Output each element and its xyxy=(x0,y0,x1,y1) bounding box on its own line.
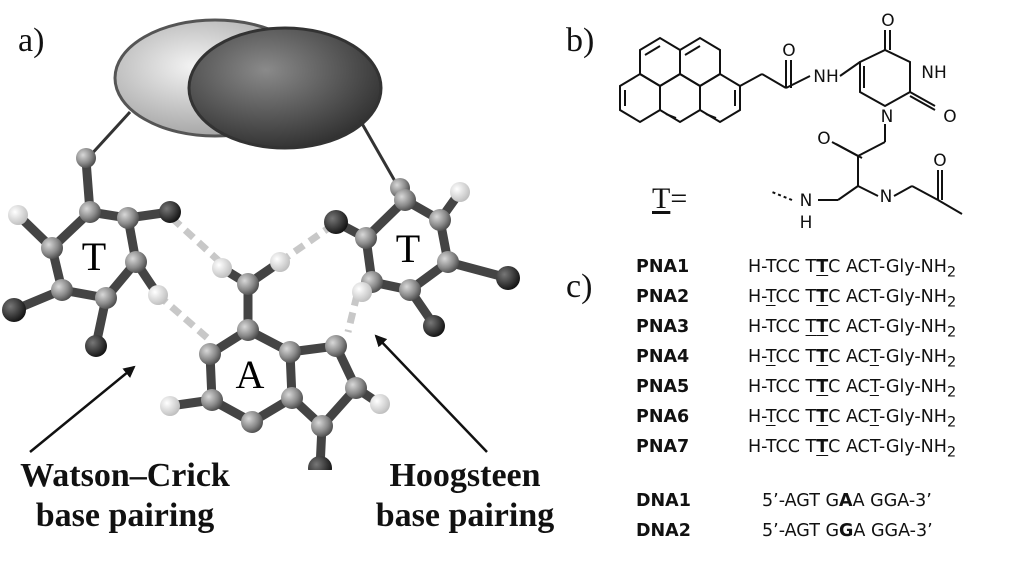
atom-nh-ring: NH xyxy=(921,63,947,83)
seq-part: C AC xyxy=(828,377,870,397)
seq-part: H-TCC xyxy=(748,317,806,337)
seq-part: H-TCC T xyxy=(748,377,817,397)
seq-subscript: 2 xyxy=(946,263,957,281)
seq-modified-t: T xyxy=(816,257,829,277)
seq-subscript: 2 xyxy=(946,323,957,341)
seq-subscript: 2 xyxy=(946,353,957,371)
equals-sign: = xyxy=(670,182,688,215)
panel-a-label: a) xyxy=(18,22,45,59)
seq-part: H- xyxy=(748,407,766,427)
watson-crick-line2: base pairing xyxy=(35,497,215,534)
dna-mismatch-base: A xyxy=(839,491,853,511)
seq-part: 5’-AGT G xyxy=(762,491,840,511)
seq-underlined-t: T xyxy=(765,407,776,427)
sequence-name: PNA4 xyxy=(636,347,690,367)
seq-underlined-t: T xyxy=(765,347,776,367)
sequence-value: H-TCC TTC ACT-Gly-NH2 xyxy=(748,407,956,431)
seq-modified-t: T xyxy=(816,287,829,307)
sequence-name: PNA7 xyxy=(636,437,690,457)
seq-subscript: 2 xyxy=(946,413,957,431)
seq-underlined-t: T xyxy=(869,347,879,367)
sequence-value: H-TCC TTC ACT-Gly-NH2 xyxy=(748,437,956,461)
hoogsteen-line2: base pairing xyxy=(375,497,555,534)
seq-modified-t: T xyxy=(816,377,829,397)
seq-part: A GGA-3’ xyxy=(853,521,933,541)
atoms xyxy=(2,148,520,470)
pyrene-stack xyxy=(113,18,383,150)
seq-underlined-t: T xyxy=(869,377,879,397)
dna-mismatch-base: G xyxy=(839,521,854,541)
seq-part: -Gly-NH xyxy=(878,407,947,427)
sequence-value: H-TCC TTC ACT-Gly-NH2 xyxy=(748,287,956,311)
atom-o-backbone: O xyxy=(933,151,946,171)
seq-part: -Gly-NH xyxy=(878,377,947,397)
seq-part: A GGA-3’ xyxy=(852,491,932,511)
sequence-name: PNA3 xyxy=(636,317,690,337)
right-thymine-label: T xyxy=(396,226,420,271)
seq-subscript: 2 xyxy=(946,293,957,311)
sequence-name: PNA5 xyxy=(636,377,690,397)
pyrene-thymine-structure: O NH O N NH O O N O N H xyxy=(619,11,963,233)
sequence-value: H-TCC TTC ACT-Gly-NH2 xyxy=(748,347,956,371)
dna-value: 5’-AGT GAA GGA-3’ xyxy=(762,491,932,511)
sequence-name: PNA6 xyxy=(636,407,690,427)
atom-o-amide: O xyxy=(817,129,830,149)
seq-part: H- xyxy=(748,287,766,307)
seq-underlined-t: T xyxy=(869,407,879,427)
dna-name: DNA2 xyxy=(636,521,691,541)
seq-modified-t: T xyxy=(816,437,829,457)
sequence-value: H-TCC TTC ACT-Gly-NH2 xyxy=(748,257,956,281)
hoogsteen-line1: Hoogsteen xyxy=(389,457,541,494)
watson-crick-arrow xyxy=(29,365,136,453)
seq-part: 5’-AGT G xyxy=(762,521,840,541)
left-thymine-label: T xyxy=(82,234,106,279)
panel-b-label: b) xyxy=(566,22,595,59)
adenine-label: A xyxy=(236,352,265,397)
seq-part: CC T xyxy=(775,347,817,367)
seq-part: H-TCC T xyxy=(748,437,817,457)
t-symbol-definition: T= xyxy=(652,182,687,216)
watson-crick-caption: Watson–Crick base pairing xyxy=(0,456,250,536)
seq-part: H- xyxy=(748,347,766,367)
seq-modified-t: T xyxy=(816,407,829,427)
base-triplet-model: T T A xyxy=(2,18,520,470)
dna-name: DNA1 xyxy=(636,491,691,511)
seq-underlined-t: T xyxy=(805,317,817,337)
atom-h-backbone: H xyxy=(800,213,813,233)
seq-part: C AC xyxy=(828,407,870,427)
dna-value: 5’-AGT GGA GGA-3’ xyxy=(762,521,933,541)
seq-part: C ACT-Gly-NH xyxy=(828,257,947,277)
seq-underlined-t: T xyxy=(765,287,776,307)
seq-subscript: 2 xyxy=(946,383,957,401)
seq-subscript: 2 xyxy=(946,443,957,461)
atom-nh-amide: NH xyxy=(813,67,839,87)
watson-crick-line1: Watson–Crick xyxy=(20,457,230,494)
t-symbol: T xyxy=(652,182,671,215)
seq-part: CC T xyxy=(775,287,817,307)
seq-part: C ACT-Gly-NH xyxy=(828,317,947,337)
hoogsteen-caption: Hoogsteen base pairing xyxy=(355,456,575,536)
seq-part: C AC xyxy=(828,347,870,367)
seq-part: CC T xyxy=(775,407,817,427)
sequence-value: H-TCC TTC ACT-Gly-NH2 xyxy=(748,317,956,341)
atom-o-right: O xyxy=(943,107,956,127)
atom-o-amide-chain: O xyxy=(782,41,795,61)
seq-modified-t: T xyxy=(816,347,829,367)
sequence-value: H-TCC TTC ACT-Gly-NH2 xyxy=(748,377,956,401)
sequence-name: PNA1 xyxy=(636,257,690,277)
seq-part: C ACT-Gly-NH xyxy=(828,287,947,307)
seq-part: H-TCC T xyxy=(748,257,817,277)
seq-part: C ACT-Gly-NH xyxy=(828,437,947,457)
seq-part: -Gly-NH xyxy=(878,347,947,367)
atom-n-backbone: N xyxy=(880,187,893,207)
hoogsteen-arrow xyxy=(374,334,488,453)
atom-o-top: O xyxy=(881,11,894,31)
panel-c-label: c) xyxy=(566,268,593,305)
atom-n-ring: N xyxy=(881,107,894,127)
sequence-name: PNA2 xyxy=(636,287,690,307)
seq-modified-t: T xyxy=(816,317,829,337)
atom-nh-backbone: N xyxy=(800,191,813,211)
